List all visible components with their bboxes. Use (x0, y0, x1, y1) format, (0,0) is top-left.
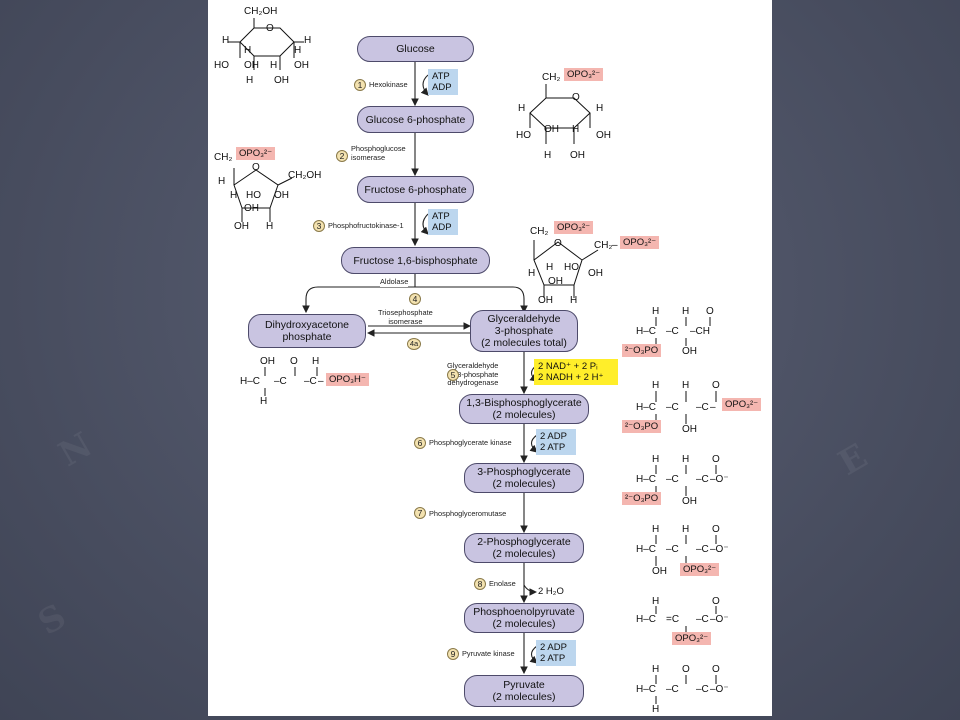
glucose-ring-structure (228, 18, 304, 70)
enzyme-phosphoglyceromutase: Phosphoglyceromutase (429, 509, 507, 518)
cofactor-adp-atp-step6: 2 ADP 2 ATP (536, 429, 576, 455)
enzyme-hexokinase: Hexokinase (369, 80, 408, 89)
cofactor-nad-nadh-step5: 2 NAD⁺ + 2 Pᵢ 2 NADH + 2 H⁺ (534, 359, 618, 385)
cofactor-atp-adp-step3: ATP ADP (428, 209, 458, 235)
node-glucose-6-phosphate: Glucose 6-phosphate (357, 106, 474, 133)
enzyme-triosephosphate-isomerase: Triosephosphate isomerase (378, 308, 433, 326)
step-badge-4: 4 (409, 293, 421, 305)
f6p-ring-structure (233, 168, 293, 222)
node-fructose-6-phosphate: Fructose 6-phosphate (357, 176, 474, 203)
step-badge-1: 1 (354, 79, 366, 91)
glycolysis-figure: Glucose Glucose 6-phosphate Fructose 6-p… (208, 0, 772, 716)
step-badge-3: 3 (313, 220, 325, 232)
node-pyruvate: Pyruvate (2 molecules) (464, 675, 584, 707)
node-phosphoenolpyruvate: Phosphoenolpyruvate (2 molecules) (464, 603, 584, 633)
node-glyceraldehyde-3-phosphate: Glyceraldehyde 3-phosphate (2 molecules … (470, 310, 578, 352)
enzyme-phosphoglucose-isomerase: Phosphoglucose isomerase (351, 144, 406, 162)
enzyme-enolase: Enolase (489, 579, 516, 588)
byproduct-water-step8: 2 H₂O (538, 586, 564, 597)
step-badge-6: 6 (414, 437, 426, 449)
node-fructose-1-6-bisphosphate: Fructose 1,6-bisphosphate (341, 247, 490, 274)
cofactor-atp-adp-step1: ATP ADP (428, 69, 458, 95)
step-badge-7: 7 (414, 507, 426, 519)
node-glucose: Glucose (357, 36, 474, 62)
step-badge-8: 8 (474, 578, 486, 590)
enzyme-glyceraldehyde-3-phosphate-dehydrogenase: Glyceraldehyde 3-phosphate dehydrogenase (447, 361, 499, 388)
enzyme-aldolase: Aldolase (380, 277, 409, 287)
step-badge-2: 2 (336, 150, 348, 162)
node-3-phosphoglycerate: 3-Phosphoglycerate (2 molecules) (464, 463, 584, 493)
enzyme-pyruvate-kinase: Pyruvate kinase (462, 649, 515, 658)
f16bp-ring-structure (533, 240, 599, 298)
node-dihydroxyacetone-phosphate: Dihydroxyacetone phosphate (248, 314, 366, 348)
node-2-phosphoglycerate: 2-Phosphoglycerate (2 molecules) (464, 533, 584, 563)
step-badge-4a: 4a (407, 338, 421, 350)
g6p-ring-structure (529, 84, 591, 144)
step-badge-9: 9 (447, 648, 459, 660)
step-badge-5: 5 (447, 369, 459, 381)
enzyme-phosphoglycerate-kinase: Phosphoglycerate kinase (429, 438, 512, 447)
pathway-arrows (228, 18, 599, 675)
enzyme-phosphofructokinase-1: Phosphofructokinase-1 (328, 221, 404, 230)
node-1-3-bisphosphoglycerate: 1,3-Bisphosphoglycerate (2 molecules) (459, 394, 589, 424)
cofactor-adp-atp-step9: 2 ADP 2 ATP (536, 640, 576, 666)
